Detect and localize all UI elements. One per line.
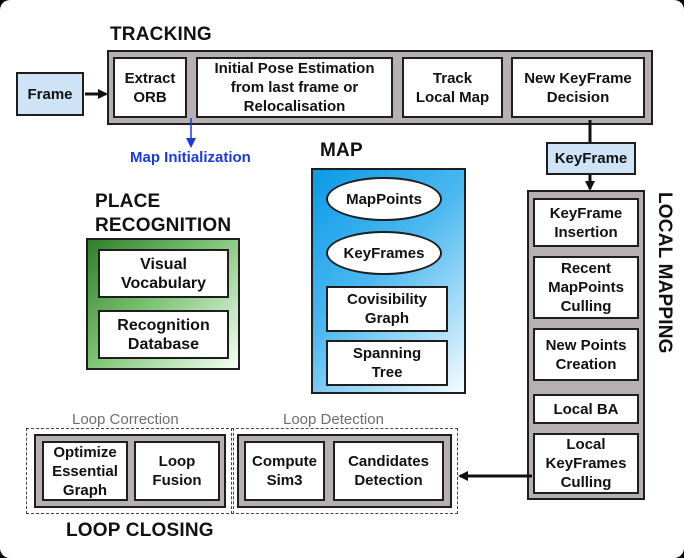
track-local-map-box: Track Local Map: [402, 57, 503, 118]
local-keyframes-culling-box: Local KeyFrames Culling: [533, 433, 639, 494]
candidates-detection-box: Candidates Detection: [333, 441, 444, 501]
compute-sim3-box: Compute Sim3: [244, 441, 325, 501]
local-ba-box: Local BA: [533, 394, 639, 424]
local-mapping-title: LOCAL MAPPING: [654, 192, 675, 354]
optimize-essential-graph-box: Optimize Essential Graph: [42, 441, 128, 501]
mappoints-ellipse: MapPoints: [326, 177, 442, 221]
new-points-creation-box: New Points Creation: [533, 328, 639, 381]
frame-input-box: Frame: [16, 72, 84, 116]
loop-correction-label: Loop Correction: [72, 411, 179, 428]
place-recognition-title: PLACE RECOGNITION: [95, 191, 232, 236]
recognition-database-box: Recognition Database: [98, 310, 229, 359]
map-title: MAP: [320, 140, 363, 161]
keyframes-ellipse: KeyFrames: [326, 231, 442, 275]
map-initialization-label: Map Initialization: [130, 149, 251, 166]
spanning-tree-box: Spanning Tree: [326, 340, 448, 386]
loop-closing-title: LOOP CLOSING: [66, 520, 214, 541]
loop-correction-group: [26, 428, 234, 514]
loop-fusion-box: Loop Fusion: [134, 441, 220, 501]
initial-pose-box: Initial Pose Estimation from last frame …: [196, 57, 393, 118]
extract-orb-box: Extract ORB: [113, 57, 187, 118]
new-keyframe-decision-box: New KeyFrame Decision: [511, 57, 645, 118]
keyframe-label-box: KeyFrame: [546, 142, 636, 175]
covisibility-graph-box: Covisibility Graph: [326, 286, 448, 332]
visual-vocabulary-box: Visual Vocabulary: [98, 249, 229, 298]
loop-detection-group: [231, 428, 458, 514]
loop-detection-label: Loop Detection: [283, 411, 384, 428]
tracking-title: TRACKING: [110, 24, 212, 45]
keyframe-insertion-box: KeyFrame Insertion: [533, 198, 639, 247]
recent-mappoints-culling-box: Recent MapPoints Culling: [533, 256, 639, 319]
